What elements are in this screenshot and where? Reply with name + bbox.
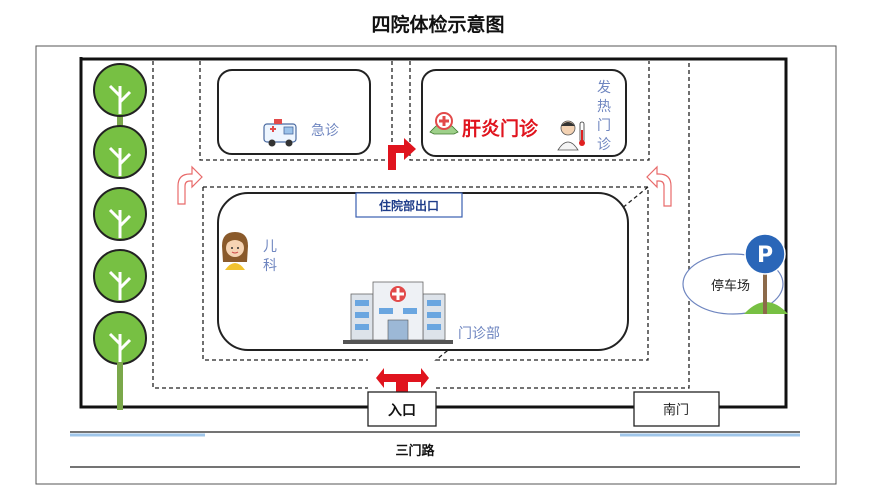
site-boundary-wall — [79, 57, 788, 409]
inpatient-exit-box — [355, 192, 463, 218]
svg-text:发: 发 — [597, 80, 611, 96]
pediatrics-label-1: 儿 — [263, 239, 277, 255]
pediatrics-label-2: 科 — [263, 258, 277, 274]
doctor-thermometer-icon — [557, 120, 585, 151]
hepatitis-clinic-building — [421, 69, 627, 157]
svg-text:门: 门 — [597, 118, 611, 134]
ambulance-icon — [263, 119, 297, 147]
tree-icon — [93, 125, 147, 179]
curved-arrow-left — [177, 165, 203, 205]
tree-column — [93, 63, 147, 410]
south-gate — [633, 391, 720, 427]
curved-arrow-right — [646, 165, 672, 207]
entrance-label: 入口 — [388, 403, 416, 419]
fever-clinic-label: 发 热 门 诊 — [597, 80, 611, 153]
tree-icon — [93, 187, 147, 241]
route-arrow-to-hepatitis — [388, 138, 416, 170]
svg-text:诊: 诊 — [597, 137, 611, 153]
parking-sign-icon: P — [744, 233, 788, 314]
outpatient-label: 门诊部 — [458, 326, 500, 342]
svg-text:热: 热 — [597, 99, 611, 115]
tree-icon — [93, 311, 147, 410]
hospital-building-icon — [343, 281, 453, 344]
emergency-building — [217, 69, 371, 155]
child-icon — [222, 232, 248, 270]
hepatitis-clinic-label: 肝炎门诊 — [462, 117, 539, 140]
road-label: 三门路 — [395, 443, 435, 459]
entrance-gate — [367, 391, 437, 427]
south-gate-label: 南门 — [663, 402, 689, 418]
map-title: 四院体检示意图 — [371, 13, 504, 36]
outer-frame — [35, 45, 837, 485]
emergency-label: 急诊 — [311, 123, 339, 139]
hospital-cross-icon — [429, 112, 459, 135]
tree-icon — [93, 249, 147, 303]
upper-dashed-road — [199, 61, 650, 161]
parking-sign-letter: P — [757, 243, 773, 268]
entrance-fork-arrow — [376, 368, 429, 392]
parking-label: 停车场 — [711, 278, 750, 294]
outer-dashed-road — [152, 61, 690, 389]
inpatient-exit-label: 住院部出口 — [379, 198, 439, 213]
